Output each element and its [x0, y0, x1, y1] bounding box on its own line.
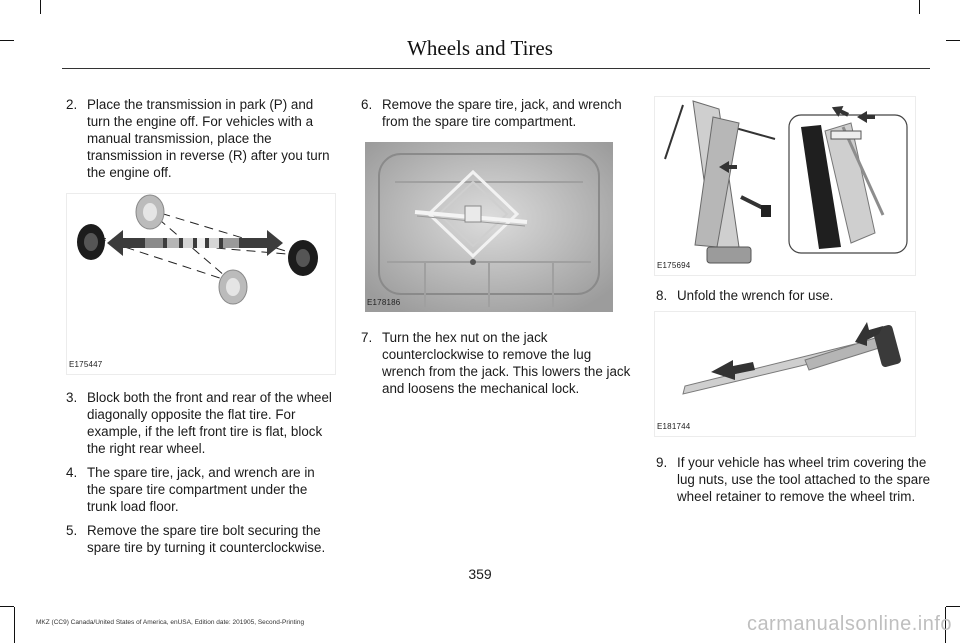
step-text: If your vehicle has wheel trim covering …	[677, 455, 931, 504]
edition-footer: MKZ (CC9) Canada/United States of Americ…	[36, 619, 305, 626]
step-4: 4. The spare tire, jack, and wrench are …	[66, 464, 336, 515]
crop-mark-top-left-h	[0, 40, 14, 41]
figure-label: E175694	[657, 261, 691, 270]
step-3: 3. Block both the front and rear of the …	[66, 389, 336, 457]
step-number: 9.	[656, 455, 668, 470]
column-3: E175694 8. Unfold the wrench for use. E1…	[654, 96, 932, 512]
step-text: The spare tire, jack, and wrench are in …	[87, 465, 315, 514]
figure-unfold-wrench: E181744	[654, 311, 916, 437]
step-number: 8.	[656, 288, 668, 303]
step-text: Place the transmission in park (P) and t…	[87, 97, 330, 180]
title-rule	[62, 68, 930, 69]
watermark: carmanualsonline.info	[746, 613, 952, 635]
figure-label: E178186	[367, 298, 401, 307]
step-number: 2.	[66, 97, 78, 112]
crop-mark-bottom-left-h	[0, 606, 14, 607]
crop-mark-bottom-right-h	[946, 606, 960, 607]
page-number: 359	[468, 566, 492, 582]
step-number: 5.	[66, 523, 78, 538]
step-text: Turn the hex nut on the jack countercloc…	[382, 330, 631, 396]
spare-tire-compartment-illustration	[365, 142, 613, 312]
crop-mark-top-right-h	[946, 40, 960, 41]
unfold-wrench-illustration	[682, 322, 901, 395]
step-9: 9. If your vehicle has wheel trim coveri…	[656, 454, 932, 505]
crop-mark-bottom-left-v	[14, 607, 15, 643]
step-6: 6. Remove the spare tire, jack, and wren…	[361, 96, 631, 130]
figure-label: E175447	[69, 360, 103, 369]
figure-jack-and-wrench: E175694	[654, 96, 916, 276]
step-number: 7.	[361, 330, 373, 345]
step-text: Block both the front and rear of the whe…	[87, 390, 332, 456]
step-7: 7. Turn the hex nut on the jack counterc…	[361, 329, 631, 397]
figure-spare-tire-compartment: E178186	[365, 142, 613, 312]
column-2: 6. Remove the spare tire, jack, and wren…	[361, 96, 631, 404]
step-number: 6.	[361, 97, 373, 112]
step-text: Remove the spare tire bolt securing the …	[87, 523, 326, 555]
step-2: 2. Place the transmission in park (P) an…	[66, 96, 336, 181]
step-text: Unfold the wrench for use.	[677, 288, 834, 303]
step-8: 8. Unfold the wrench for use.	[656, 287, 932, 304]
figure-label: E181744	[657, 422, 691, 431]
step-text: Remove the spare tire, jack, and wrench …	[382, 97, 622, 129]
crop-mark-bottom-right-v	[945, 607, 946, 643]
page-title: Wheels and Tires	[407, 36, 553, 60]
jack-and-wrench-illustration	[664, 100, 908, 264]
crop-mark-top-left-v	[40, 0, 41, 14]
step-number: 3.	[66, 390, 78, 405]
step-5: 5. Remove the spare tire bolt securing t…	[66, 522, 336, 556]
figure-wheel-blocking: E175447	[66, 193, 336, 375]
crop-mark-top-right-v	[919, 0, 920, 14]
column-1: 2. Place the transmission in park (P) an…	[66, 96, 336, 563]
wheel-blocking-illustration	[77, 194, 318, 305]
step-number: 4.	[66, 465, 78, 480]
